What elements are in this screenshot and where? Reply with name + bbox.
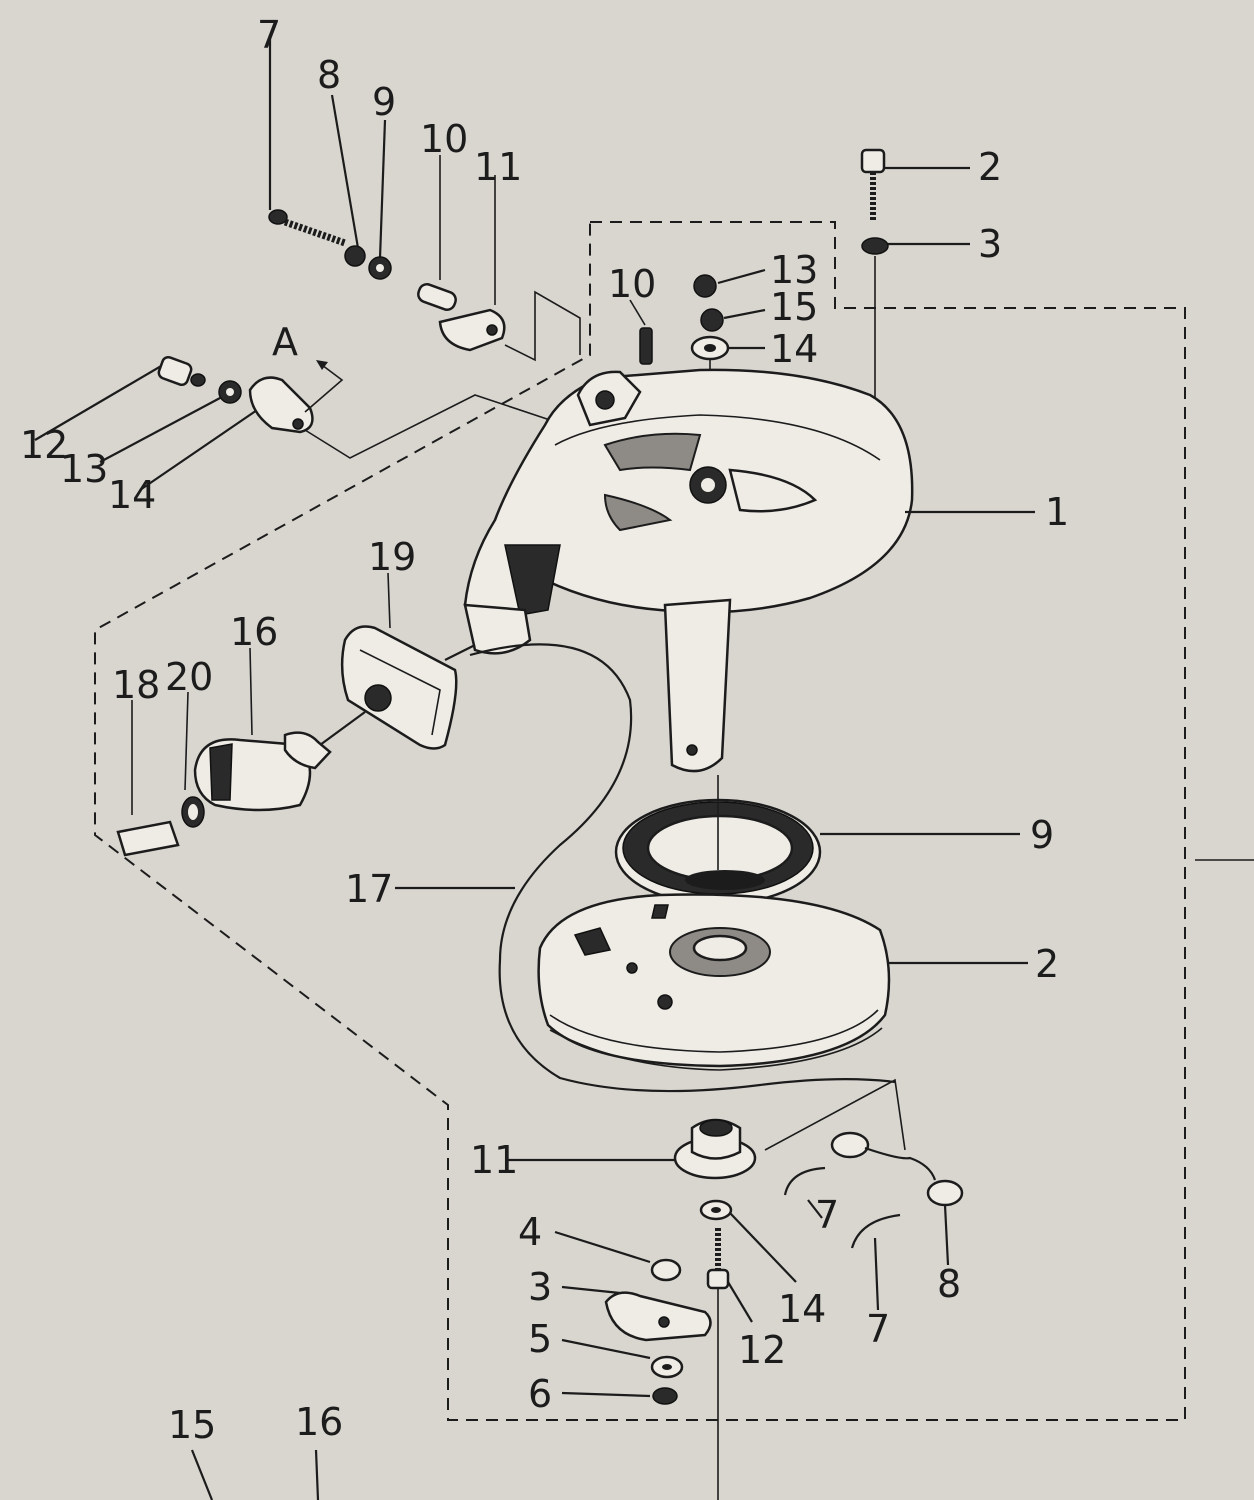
- label-19: 19: [368, 535, 416, 579]
- clip-6-lower: [561, 1387, 678, 1405]
- label-20: 20: [165, 655, 213, 699]
- label-16-handle: 16: [230, 610, 278, 654]
- washer-13-left: [99, 380, 242, 463]
- pulley-reel-2: [537, 893, 1028, 1071]
- washer-15-upper: [700, 308, 766, 332]
- washer-8-upper: [330, 94, 366, 267]
- handle-grip-19: [340, 572, 476, 750]
- label-3-lower: 3: [528, 1265, 552, 1309]
- assembly-outline-dashed: [94, 221, 1186, 1421]
- label-7-upper: 7: [257, 13, 281, 57]
- label-3-upper: 3: [978, 222, 1002, 266]
- bolt-12-left: [34, 355, 206, 441]
- label-13-left: 13: [60, 447, 108, 491]
- label-9-spring: 9: [1030, 813, 1054, 857]
- label-9-upper: 9: [372, 80, 396, 124]
- label-13-upper: 13: [770, 248, 818, 292]
- nut-13-upper: [693, 268, 766, 298]
- leader-arm-lower: [764, 1078, 906, 1151]
- ratchet-3-lower: [561, 1285, 712, 1342]
- clamp-14-left: [139, 376, 314, 491]
- leader-16-bottom: [314, 1449, 320, 1500]
- label-7-lower-b: 7: [866, 1307, 890, 1351]
- leader-a-to-housing: [304, 394, 551, 459]
- label-10-housing: 10: [608, 262, 656, 306]
- label-4: 4: [518, 1210, 542, 1254]
- bolt-7-upper: [268, 35, 347, 247]
- bolt-2-upper: [860, 148, 970, 220]
- label-15-bottom: 15: [168, 1403, 216, 1447]
- ring-20: [181, 691, 205, 828]
- label-15-upper: 15: [770, 285, 818, 329]
- label-7-lower-a: 7: [815, 1193, 839, 1237]
- washer-5-lower: [561, 1338, 684, 1379]
- bracket-11-upper: [438, 175, 506, 352]
- label-11-upper: 11: [474, 145, 522, 189]
- bolt-12-lower: [706, 1228, 753, 1500]
- label-2-upper: 2: [978, 145, 1002, 189]
- label-14-left: 14: [108, 473, 156, 517]
- label-8-upper: 8: [317, 53, 341, 97]
- washer-9-upper: [368, 119, 392, 280]
- leader-a-path: [504, 290, 581, 362]
- label-1: 1: [1045, 490, 1069, 534]
- label-5: 5: [528, 1317, 552, 1361]
- label-14-lower: 14: [778, 1287, 826, 1331]
- label-10-upper: 10: [420, 117, 468, 161]
- recoil-spring-9: [614, 775, 1020, 906]
- label-8-lower: 8: [937, 1262, 961, 1306]
- washer-14-lower: [699, 1199, 797, 1283]
- handle-knob-16: [193, 647, 366, 812]
- label-17: 17: [345, 867, 393, 911]
- label-2-pulley: 2: [1035, 942, 1059, 986]
- spring-8: [830, 1131, 964, 1266]
- starter-housing-1: [463, 368, 1035, 773]
- label-6: 6: [528, 1372, 552, 1416]
- pin-10-upper: [417, 155, 457, 311]
- label-18: 18: [112, 663, 160, 707]
- washer-4-lower: [554, 1230, 682, 1282]
- insert-18: [116, 700, 180, 857]
- callout-labels: 7 8 9 10 11 A 12 13 14 2 3 13 15 14 10 1…: [20, 13, 1069, 1447]
- label-14-upper: 14: [770, 327, 818, 371]
- spring-clip-7-b: [850, 1213, 901, 1311]
- label-12-left: 12: [20, 423, 68, 467]
- spring-clip-7-a: [783, 1166, 826, 1219]
- bushing-11-lower: [508, 1118, 757, 1180]
- label-16-bottom: 16: [295, 1400, 343, 1444]
- spring-pin-10-upper: [629, 299, 653, 365]
- washer-3-upper: [861, 237, 970, 405]
- label-11-lower: 11: [470, 1138, 518, 1182]
- label-12-lower: 12: [738, 1328, 786, 1372]
- label-a: A: [272, 320, 298, 364]
- leader-15-bottom: [190, 1449, 214, 1500]
- starter-rope-17: [469, 643, 896, 1093]
- arrow-a: [304, 360, 344, 413]
